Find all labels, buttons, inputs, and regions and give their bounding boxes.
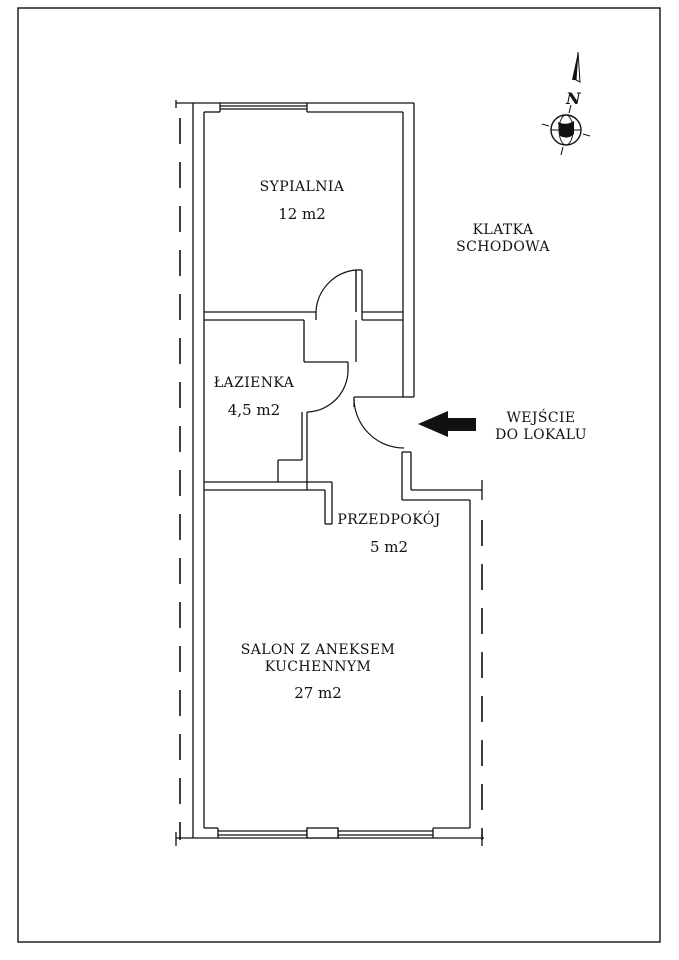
room-area-salon: 27 m2 [294, 684, 342, 702]
room-area-lazienka: 4,5 m2 [228, 401, 280, 419]
room-name-lazienka: ŁAZIENKA [214, 375, 295, 391]
entrance-label-line2: DO LOKALU [495, 427, 587, 443]
stairwell-label-line2: SCHODOWA [456, 239, 550, 255]
axis-lines [179, 118, 483, 840]
room-name-salon-line2: KUCHENNYM [265, 659, 372, 675]
room-area-przedpokoj: 5 m2 [370, 538, 408, 556]
room-name-salon-line1: SALON Z ANEKSEM [241, 642, 396, 658]
room-name-przedpokoj: PRZEDPOKÓJ [337, 510, 440, 528]
walls [175, 100, 484, 846]
entrance-arrow-icon [418, 411, 476, 437]
entrance-door-swing [353, 396, 405, 449]
bedroom-door-swing [315, 269, 357, 313]
bathroom-door-swing [306, 369, 349, 413]
entrance-label-line1: WEJŚCIE [506, 408, 575, 426]
compass-letter: N [565, 89, 582, 108]
room-name-sypialnia: SYPIALNIA [260, 179, 345, 195]
north-arrow-globe-icon [541, 51, 591, 156]
room-area-sypialnia: 12 m2 [278, 205, 326, 223]
stairwell-label-line1: KLATKA [473, 222, 534, 238]
page-frame [17, 7, 661, 943]
doors [306, 269, 405, 449]
